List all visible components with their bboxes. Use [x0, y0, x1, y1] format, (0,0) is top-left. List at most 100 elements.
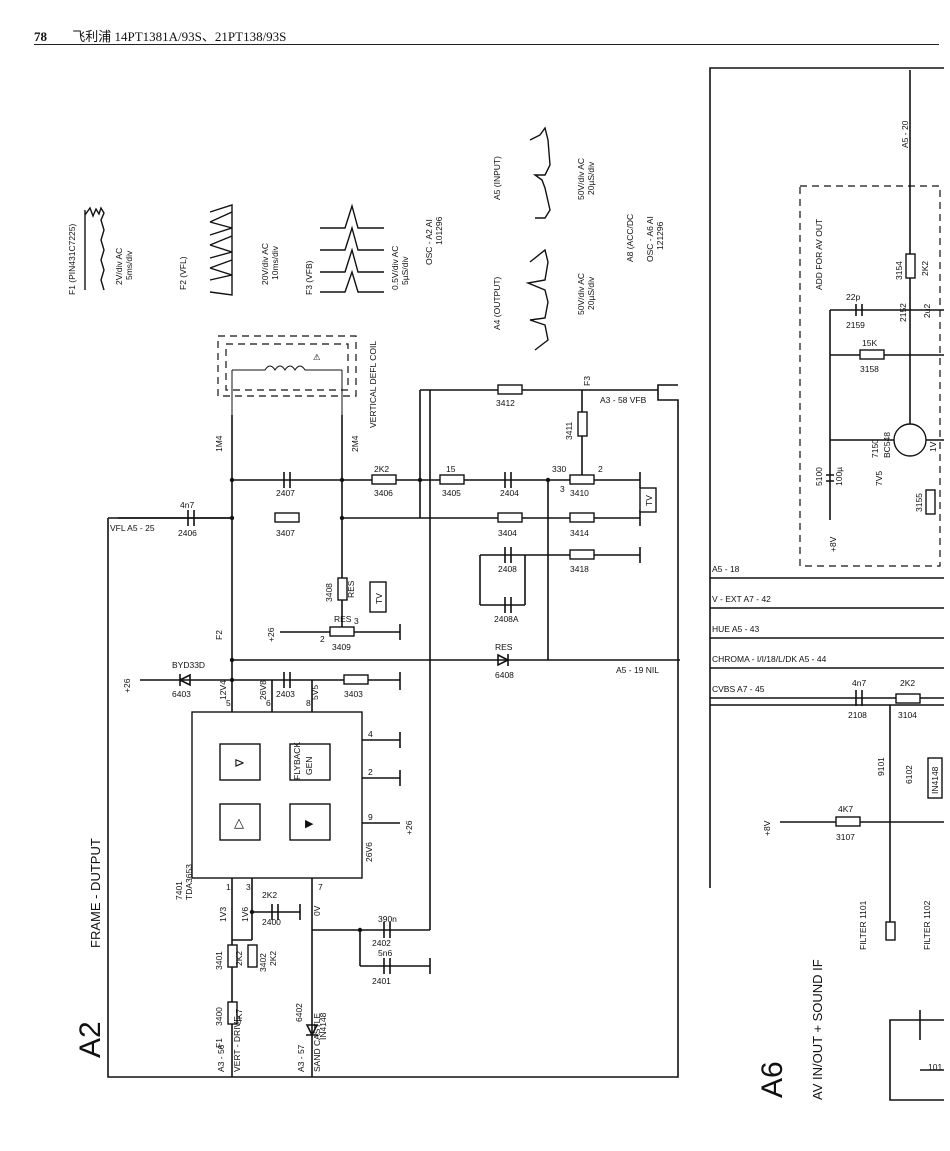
label-3414: 3414: [570, 528, 589, 538]
resistor-3407: [274, 512, 300, 523]
net-hue: HUE A5 - 43: [712, 624, 760, 634]
ic-part: TDA3653: [184, 864, 194, 900]
label-filter-1101: FILTER 1101: [858, 900, 868, 950]
ic-pin-6: 6: [266, 698, 271, 708]
waveform-a5-scale: 50V/div AC: [576, 158, 586, 200]
label-node-2b: 2: [320, 634, 325, 644]
waveform-f2-scale: 20V/div AC: [260, 243, 270, 285]
rail-12v4: 12V4: [218, 680, 228, 700]
net-plus8v-1: +8V: [828, 536, 838, 552]
rail-26v6: 26V6: [364, 842, 374, 862]
label-6402: 6402: [294, 1003, 304, 1022]
ic-diode-symbol: ▶: [305, 818, 314, 830]
label-2406: 2406: [178, 528, 197, 538]
label-100u: 100µ: [834, 467, 844, 486]
diode-6102: [927, 757, 943, 799]
net-v-ext: V - EXT A7 - 42: [712, 594, 771, 604]
resistor-3107: [835, 816, 861, 827]
label-2402: 2402: [372, 938, 391, 948]
waveform-a8-label: A8 (ACC/DC: [625, 214, 635, 262]
label-2408a: 2408A: [494, 614, 519, 624]
label-3401: 3401: [214, 951, 224, 970]
label-2403: 2403: [276, 689, 295, 699]
resistor-3405: [439, 474, 465, 485]
label-3403: 3403: [344, 689, 363, 699]
waveform-f2-time: 10ms/div: [270, 245, 280, 280]
net-sand-castle: SAND CASTLE: [312, 1013, 322, 1072]
capacitor-5100: [826, 474, 834, 482]
label-1v: 1V: [928, 441, 938, 452]
label-2k2d: 2K2: [268, 951, 278, 966]
label-2401: 2401: [372, 976, 391, 986]
label-f2: F2: [214, 630, 224, 640]
capacitor-2406: [187, 510, 195, 526]
waveform-a4-time: 20µS/div: [586, 276, 596, 310]
net-cvbs: CVBS A7 - 45: [712, 684, 765, 694]
label-2152: 2152: [898, 303, 908, 322]
net-vfl: VFL A5 - 25: [110, 523, 155, 533]
ic-pin-4: 4: [368, 729, 373, 739]
capacitor-2404: [504, 472, 512, 488]
label-3411: 3411: [564, 421, 574, 440]
label-node-3b: 3: [354, 616, 359, 626]
tv-box-2: [639, 487, 657, 513]
resistor-3104: [895, 693, 921, 704]
waveform-a5-time: 20µS/div: [586, 161, 596, 195]
ic-pin-9: 9: [368, 812, 373, 822]
a6-section-name: AV IN/OUT + SOUND IF: [810, 959, 825, 1100]
label-f1: F1: [214, 1038, 224, 1048]
label-3409: 3409: [332, 642, 351, 652]
label-2407: 2407: [276, 488, 295, 498]
ic-amp-symbol-1: ⊳: [234, 755, 245, 770]
ic-tda3653: ⊳ △ ▶ FLYBACK GEN 7401 TDA3653 5 6 8 4 2…: [174, 680, 374, 922]
resistor-3155: [925, 489, 936, 515]
label-5100: 5100: [814, 467, 824, 486]
capacitor-2159: [855, 304, 863, 316]
a2-components: [178, 384, 595, 1037]
coil-label: VERTICAL DEFL COIL: [368, 341, 378, 428]
ic-pin-7: 7: [318, 882, 323, 892]
capacitor-2403: [283, 672, 291, 688]
osc-a6-label: OSC - A6 AI: [645, 216, 655, 262]
waveform-f1-scale: 2V/div AC: [114, 248, 124, 285]
a2-section-code: A2: [74, 1021, 107, 1058]
tv-box-1: [369, 581, 387, 613]
label-2k2-a6: 2K2: [920, 261, 930, 276]
label-2u2: 2u2: [922, 304, 932, 318]
net-vert-drive-ref: A3 - 56: [216, 1044, 226, 1072]
resistor-3158: [859, 349, 885, 360]
diode-6408: [497, 653, 510, 667]
waveform-a5-label: A5 (INPUT): [492, 156, 502, 200]
a2-section-name: FRAME - DUTPUT: [88, 838, 103, 948]
waveform-f3-time: 5µS/div: [400, 256, 410, 285]
waveform-f3-scale: 0.5V/div AC: [390, 246, 400, 290]
label-2400: 2400: [262, 917, 281, 927]
a2-wiring: [118, 389, 680, 1077]
label-2k2b: 2K2: [262, 890, 277, 900]
resistor-3410: [569, 474, 595, 485]
waveform-f1-label: F1 (PIN431C7225): [67, 223, 77, 295]
label-node-3: 3: [560, 484, 565, 494]
label-390n: 390n: [378, 914, 397, 924]
net-plus8v-2: +8V: [762, 820, 772, 836]
label-5n6: 5n6: [378, 948, 392, 958]
label-7v5: 7V5: [874, 471, 884, 486]
waveform-f3-label: F3 (VFB): [304, 260, 314, 295]
waveform-f1-time: 5ms/div: [124, 250, 134, 280]
label-3158: 3158: [860, 364, 879, 374]
label-3407: 3407: [276, 528, 295, 538]
rail-0v: 0V: [312, 905, 322, 916]
capacitor-2407: [283, 472, 291, 488]
label-res-2: RES: [334, 614, 352, 624]
waveform-f1: F1 (PIN431C7225) 2V/div AC 5ms/div: [67, 206, 134, 295]
resistor-3412: [497, 384, 523, 395]
add-for-av-out-box: [799, 185, 941, 567]
net-vfb: A3 - 58 VFB: [600, 395, 647, 405]
label-15: 15: [446, 464, 456, 474]
label-9101: 9101: [876, 757, 886, 776]
waveform-a4-label: A4 (OUTPUT): [492, 276, 502, 330]
ic-pin-5: 5: [226, 698, 231, 708]
label-3155: 3155: [914, 493, 924, 512]
net-plus26-b: +26: [122, 678, 132, 693]
ic-gen-label: GEN: [304, 757, 314, 775]
